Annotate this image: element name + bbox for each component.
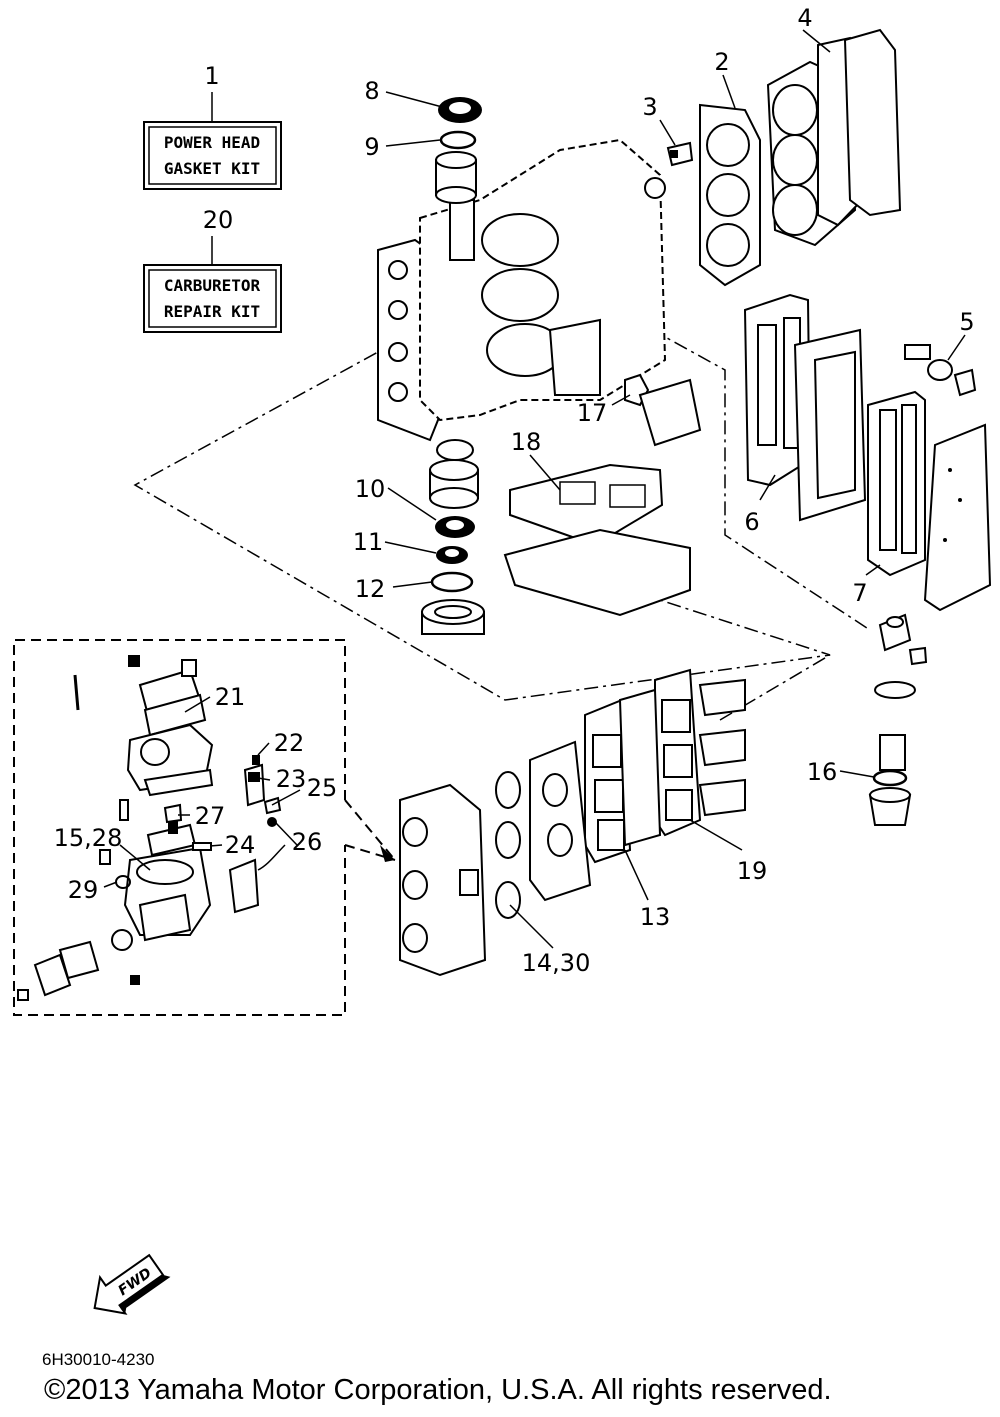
callout-23: 23 (276, 765, 307, 793)
callout-17: 17 (577, 399, 608, 427)
callout-1: 1 (204, 62, 219, 90)
carburetor-detail-box (13, 639, 396, 1016)
part-cylinder-head-4 (766, 28, 902, 247)
part-gasket-18[interactable] (509, 463, 664, 547)
callout-3: 3 (642, 93, 657, 121)
callout-9: 9 (364, 133, 379, 161)
part-exhaust-gasket-7[interactable] (867, 390, 926, 577)
part-gasket-17[interactable] (624, 373, 702, 447)
kit-label-line2: GASKET KIT (164, 159, 260, 178)
callout-20: 20 (203, 206, 234, 234)
callout-14-30: 14,30 (522, 949, 591, 977)
part-intake-spacer (618, 688, 662, 847)
callout-7: 7 (852, 579, 867, 607)
part-screw-26[interactable] (267, 817, 277, 827)
kit-label-line1: CARBURETOR (164, 276, 261, 295)
part-needle-23[interactable] (243, 763, 266, 807)
callout-6: 6 (744, 508, 759, 536)
part-oil-seal-8[interactable] (438, 97, 482, 123)
callout-24: 24 (225, 831, 256, 859)
part-silencer (399, 783, 487, 977)
part-gear-lower (429, 439, 479, 509)
leader-lines (103, 29, 966, 949)
callout-27: 27 (195, 802, 226, 830)
part-thermostat-5[interactable] (904, 344, 977, 397)
part-reed-valves (698, 678, 746, 817)
part-intake-manifold (529, 740, 592, 902)
part-filter-cup (874, 681, 916, 771)
callout-22: 22 (274, 729, 305, 757)
callout-5: 5 (959, 308, 974, 336)
part-o-ring-12[interactable] (430, 571, 474, 593)
part-exhaust-cover-outer (923, 423, 992, 612)
part-bearing-housing (421, 599, 485, 635)
callout-29: 29 (68, 876, 99, 904)
part-bearing-upper (435, 151, 477, 204)
carburetor-repair-kit[interactable]: 20 CARBURETOR REPAIR KIT (143, 206, 282, 333)
carburetor-assembly (17, 655, 286, 1001)
callout-2: 2 (714, 48, 729, 76)
callout-16: 16 (807, 758, 838, 786)
part-filter-bowl (868, 787, 912, 826)
part-exhaust-cover-inner (793, 328, 867, 522)
callout-15-28: 15,28 (54, 824, 123, 852)
part-o-ring-9[interactable] (439, 130, 477, 150)
callout-13: 13 (640, 903, 671, 931)
callout-18: 18 (511, 428, 542, 456)
kit-label-line2: REPAIR KIT (164, 302, 260, 321)
part-exhaust-guide (503, 528, 691, 617)
callout-11: 11 (353, 528, 384, 556)
diagram-code: 6H30010-4230 (42, 1350, 155, 1369)
callout-labels: 2 3 4 5 6 7 8 9 10 11 12 13 14,30 15,28 … (54, 4, 975, 977)
callout-21: 21 (215, 683, 246, 711)
part-cylinder-head-gasket-2[interactable] (699, 103, 761, 287)
part-intake-gasket-19[interactable] (654, 668, 702, 837)
part-o-ring-14-30[interactable] (495, 771, 521, 919)
callout-26: 26 (292, 828, 323, 856)
part-plug-3[interactable] (666, 141, 694, 167)
part-oil-seal-11[interactable] (436, 546, 468, 564)
callout-8: 8 (364, 77, 379, 105)
part-o-ring-16[interactable] (872, 769, 908, 787)
part-oil-seal-10[interactable] (435, 516, 475, 538)
copyright-notice: ©2013 Yamaha Motor Corporation, U.S.A. A… (44, 1374, 832, 1406)
part-jet-22[interactable] (252, 755, 260, 765)
part-plug-24[interactable] (192, 842, 212, 851)
part-jet-27[interactable] (163, 803, 183, 824)
power-head-gasket-kit[interactable]: 1 POWER HEAD GASKET KIT (143, 62, 282, 190)
crankcase-block (377, 138, 667, 442)
callout-12: 12 (355, 575, 386, 603)
callout-10: 10 (355, 475, 386, 503)
callout-19: 19 (737, 857, 768, 885)
fwd-direction-arrow: FWD (93, 1253, 171, 1315)
callout-25: 25 (307, 774, 338, 802)
part-bracket (878, 613, 928, 666)
callout-4: 4 (797, 4, 812, 32)
kit-label-line1: POWER HEAD (164, 133, 260, 152)
